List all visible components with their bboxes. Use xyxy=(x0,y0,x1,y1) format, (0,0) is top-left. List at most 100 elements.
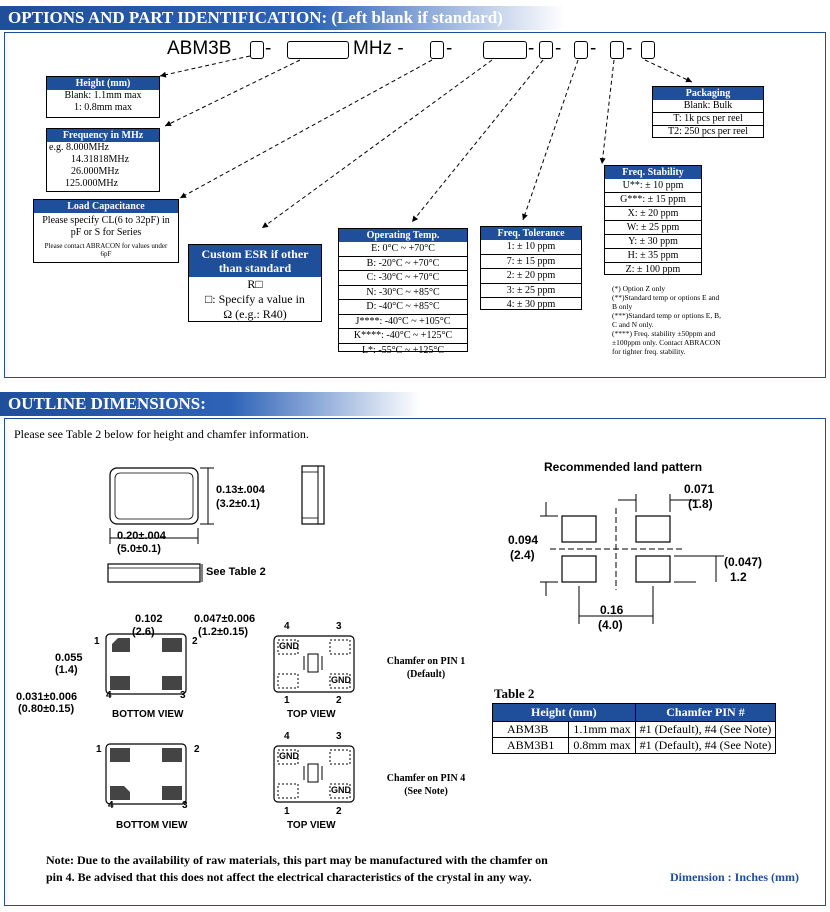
height-options-box: Height (mm) Blank: 1.1mm max 1: 0.8mm ma… xyxy=(46,76,160,118)
optemp-row: L*: -55°C ~ +125°C xyxy=(339,342,467,358)
pin-label: 2 xyxy=(336,806,342,817)
load-header: Load Capacitance xyxy=(34,200,178,213)
part-code-dash-6: - xyxy=(626,38,633,59)
freq-tolerance-box: Freq. Tolerance 1: ± 10 ppm 7: ± 15 ppm … xyxy=(480,226,582,310)
footnote: (****) Freq. stability ±50ppm and ±100pp… xyxy=(612,329,721,356)
outline-intro: Please see Table 2 below for height and … xyxy=(14,427,309,441)
pin-label: 3 xyxy=(182,800,188,811)
stability-row: W: ± 25 ppm xyxy=(605,220,701,234)
table2-header: Height (mm) xyxy=(492,703,636,722)
land-dim-a-mm: (1.8) xyxy=(688,497,713,511)
part-code-dash-3: - xyxy=(528,38,535,59)
esr-row-3: Ω (e.g.: R40) xyxy=(223,307,287,321)
height-header: Height (mm) xyxy=(47,77,159,90)
frequency-row-3: 26.000MHz xyxy=(71,166,120,177)
part-code-prefix: ABM3B xyxy=(167,38,232,59)
custom-esr-box: Custom ESR if other than standard R□ □: … xyxy=(188,244,322,322)
pin-label: 1 xyxy=(96,744,102,755)
land-pattern-drawing xyxy=(540,494,724,624)
pin-label: 2 xyxy=(336,695,342,706)
packaging-row: T: 1k pcs per reel xyxy=(653,112,763,125)
table-cell: 1.1mm max xyxy=(568,721,636,738)
frequency-row-1: e.g. 8.000MHz xyxy=(49,142,109,153)
dim-pad-pitch: 0.102 xyxy=(135,613,163,625)
esr-header: Custom ESR if other than standard xyxy=(189,245,321,277)
stability-row: X: ± 20 ppm xyxy=(605,206,701,220)
code-box-esr xyxy=(483,41,527,59)
tolerance-row: 1: ± 10 ppm xyxy=(506,241,556,252)
esr-row-2: □: Specify a value in xyxy=(205,292,305,306)
bottom-view-pin1-drawing xyxy=(105,633,187,695)
part-code-dash-2: - xyxy=(446,38,453,59)
stability-row: G***: ± 15 ppm xyxy=(605,192,701,206)
dim-pad-width-mm: (1.2±0.15) xyxy=(198,626,249,638)
chamfer1-line1: Chamfer on PIN 1 xyxy=(386,656,466,667)
tolerance-row: 2: ± 20 ppm xyxy=(481,268,581,283)
chamfer1-line2: (Default) xyxy=(406,669,446,680)
table2-title: Table 2 xyxy=(494,686,535,701)
pin-label: 1 xyxy=(284,695,290,706)
land-dim-d-mm: (4.0) xyxy=(598,618,623,632)
packaging-box: Packaging Blank: Bulk T: 1k pcs per reel… xyxy=(652,86,764,138)
height-row-1: Blank: 1.1mm max xyxy=(64,90,142,101)
code-box-frequency xyxy=(287,41,349,59)
dim-width: 0.20±.004 xyxy=(117,530,166,542)
outline-section-title: OUTLINE DIMENSIONS: xyxy=(0,392,420,416)
dim-pad-height-mm: (1.4) xyxy=(55,664,78,676)
stability-row: H: ± 35 ppm xyxy=(605,248,701,262)
land-dim-a: 0.071 xyxy=(684,482,715,496)
pin-label: 3 xyxy=(336,731,342,742)
packaging-row: Blank: Bulk xyxy=(683,100,733,111)
top-view-pin4-drawing xyxy=(273,745,355,803)
dim-edge: 0.031±0.006 xyxy=(16,691,78,703)
top-view-label: TOP VIEW xyxy=(287,820,336,831)
dim-see-table: See Table 2 xyxy=(206,566,266,578)
tolerance-header: Freq. Tolerance xyxy=(481,227,581,240)
land-dim-b-mm: (2.4) xyxy=(510,548,535,562)
top-view-label: TOP VIEW xyxy=(287,709,336,720)
optemp-row: E: 0°C ~ +70°C xyxy=(371,243,435,254)
optemp-row: C: -30°C ~ +70°C xyxy=(339,270,467,285)
part-code-dash-4: - xyxy=(555,38,562,59)
dim-width-mm: (5.0±0.1) xyxy=(117,543,161,555)
table-row: ABM3B 1.1mm max #1 (Default), #4 (See No… xyxy=(491,721,777,738)
operating-temp-box: Operating Temp. E: 0°C ~ +70°C B: -20°C … xyxy=(338,228,468,356)
outline-frame xyxy=(4,418,826,906)
dim-height-mm: (3.2±0.1) xyxy=(216,498,260,510)
table-cell: #1 (Default), #4 (See Note) xyxy=(634,737,777,754)
land-dim-c-mm: 1.2 xyxy=(730,570,747,584)
code-box-stability xyxy=(610,41,624,59)
height-row-2: 1: 0.8mm max xyxy=(73,102,133,113)
packaging-row: T2: 250 pcs per reel xyxy=(653,125,763,138)
table2-header-row: Height (mm) Chamfer PIN # xyxy=(492,703,777,722)
pin-label: 4 xyxy=(106,690,112,701)
dimension-units-label: Dimension : Inches (mm) xyxy=(670,870,799,884)
code-box-temp xyxy=(539,41,553,59)
load-note: Please contact ABRACON for values under … xyxy=(44,242,168,258)
packaging-header: Packaging xyxy=(653,87,763,100)
load-text: Please specify CL(6 to 32pF) in pF or S … xyxy=(42,215,170,238)
stability-row: Y: ± 30 ppm xyxy=(605,234,701,248)
chamfer-pin1-label: Chamfer on PIN 1 (Default) xyxy=(386,655,466,681)
pin-label: 4 xyxy=(284,731,290,742)
pin-label: 2 xyxy=(192,636,198,647)
dim-pad-pitch-mm: (2.6) xyxy=(132,626,155,638)
optemp-row: J****: -40°C ~ +105°C xyxy=(339,313,467,329)
frequency-row-2: 14.31818MHz xyxy=(71,154,130,165)
manufacturing-note: Note: Due to the availability of raw mat… xyxy=(46,853,548,884)
stability-row: Z: ± 100 ppm xyxy=(605,262,701,276)
bottom-view-pin4-drawing xyxy=(105,743,187,805)
tolerance-row: 4: ± 30 ppm xyxy=(481,297,581,312)
optemp-row: K****: -40°C ~ +125°C xyxy=(339,328,467,343)
optemp-row: D: -40°C ~ +85°C xyxy=(339,299,467,314)
land-dim-b: 0.094 xyxy=(508,533,539,547)
chamfer-pin4-label: Chamfer on PIN 4 (See Note) xyxy=(386,772,466,798)
stability-row: U**: ± 10 ppm xyxy=(622,180,684,191)
table2-header: Chamfer PIN # xyxy=(634,703,777,722)
footnote: (***)Standard temp or options E, B, C an… xyxy=(612,311,721,329)
pin-label: 2 xyxy=(194,744,200,755)
land-pattern-title: Recommended land pattern xyxy=(544,460,703,474)
dim-edge-mm: (0.80±0.15) xyxy=(18,703,75,715)
part-code-mhz: MHz - xyxy=(353,38,404,59)
dim-pad-height: 0.055 xyxy=(55,652,83,664)
